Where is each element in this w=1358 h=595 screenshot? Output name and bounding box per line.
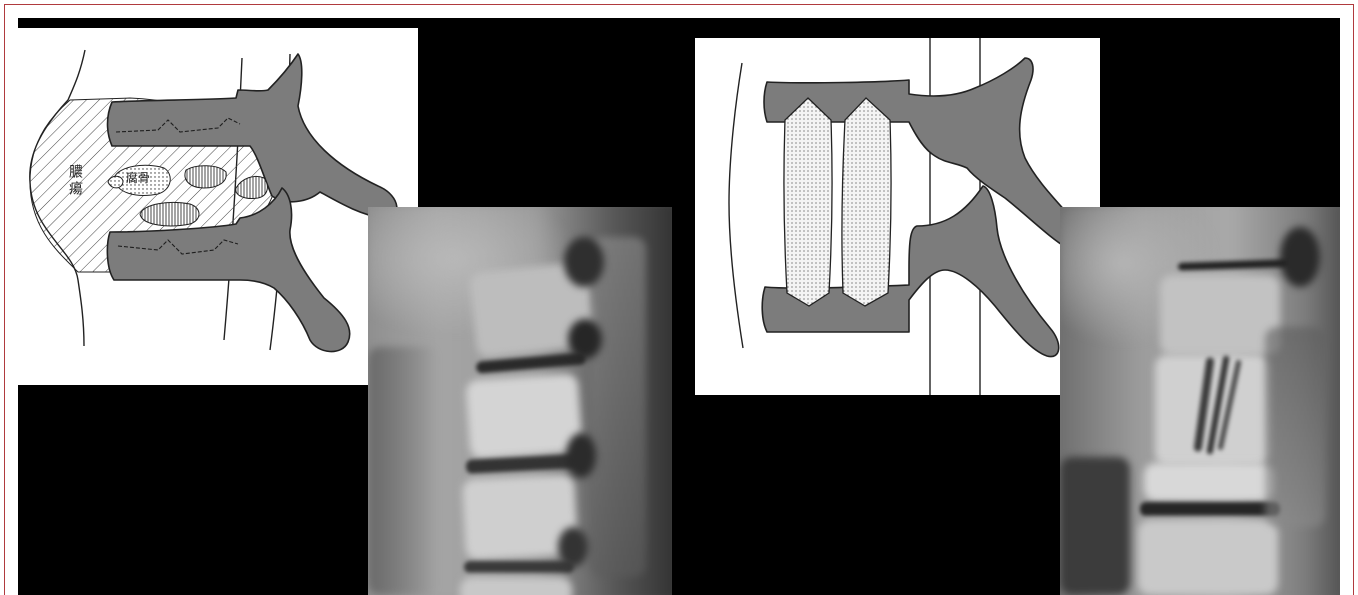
vertebral-body-bottom [1138,520,1278,595]
left-vertebra-schematic [18,28,418,385]
foramen-shadow-4 [558,527,588,567]
disc-space-3 [464,561,574,573]
vertebral-body-middle [465,373,582,459]
right-schematic-panel [695,38,1100,395]
bone-graft-posterior [842,98,891,306]
sequestrum-label: 腐骨 [126,171,150,185]
foramen-shadow-2 [568,319,602,359]
foramen-shadow-top [1280,227,1320,287]
bone-fragment-1 [185,166,226,188]
abscess-label: 膿瘍 [67,164,83,198]
disc-space-lower [1140,502,1280,516]
foramen-shadow-3 [566,433,596,478]
left-lateral-radiograph [368,207,672,595]
posterior-elements [590,237,646,577]
vertebral-body-lower [1144,463,1274,501]
foramen-shadow-1 [564,237,604,287]
vertebral-body-bottom [460,577,572,595]
vertebral-body-upper [1160,275,1280,355]
left-edge-shadow [368,347,438,595]
left-schematic-panel: 膿瘍 腐骨 [18,28,418,385]
right-lateral-radiograph [1060,207,1340,595]
bone-fragment-2 [140,202,199,225]
posterior-elements [1265,327,1325,527]
sequestrum-small-blob [108,176,123,188]
right-graft-schematic [695,38,1100,395]
figure-background: 膿瘍 腐骨 [18,18,1340,595]
bone-graft-anterior [784,98,832,306]
soft-tissue-outline [729,63,743,348]
left-bottom-shadow [1060,457,1130,595]
